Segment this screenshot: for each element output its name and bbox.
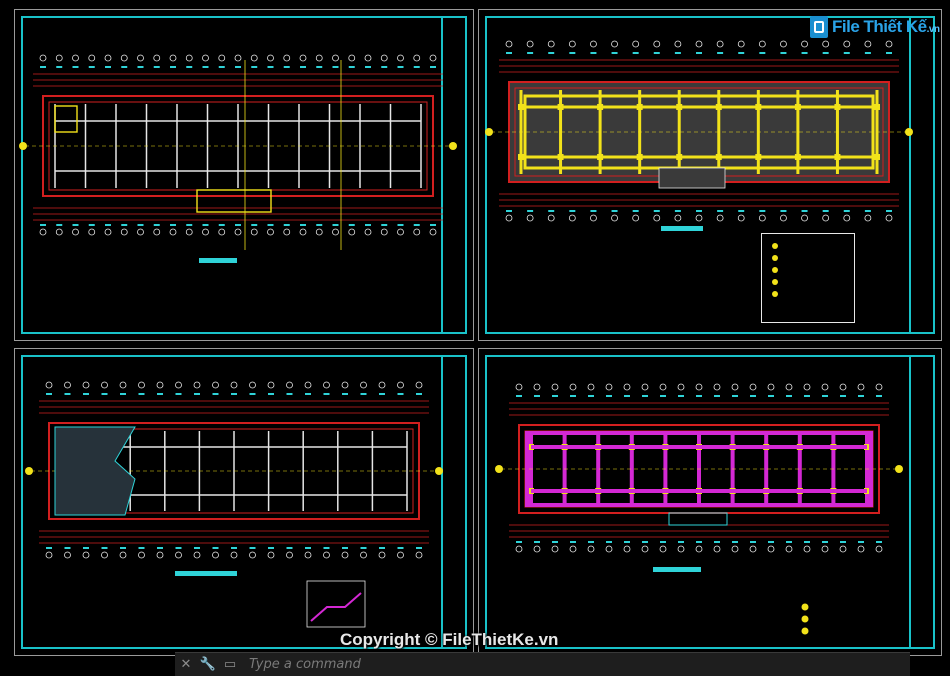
title-block (441, 355, 465, 649)
drawing-sheet-floor-plan[interactable] (14, 9, 474, 341)
sheet-frame (21, 355, 467, 649)
title-block (441, 16, 465, 334)
copyright-watermark: Copyright © FileThietKe.vn (340, 630, 559, 649)
filethietke-logo: File Thiết Kế.vn (810, 14, 940, 40)
roof-hatch-area (54, 426, 136, 516)
title-block (909, 355, 933, 649)
sheet-title-tag (661, 226, 703, 231)
roof-plan-drawing (25, 381, 443, 628)
logo-icon (810, 16, 828, 38)
detail-box (306, 580, 366, 628)
sheet-title-tag (199, 258, 237, 263)
logo-text: File Thiết Kế.vn (832, 17, 940, 36)
sheet-frame (485, 16, 935, 334)
command-prompt-icon[interactable]: ▭ (223, 657, 237, 672)
command-input[interactable] (247, 656, 651, 673)
drawing-sheet-foundation-plan[interactable] (478, 9, 942, 341)
close-icon[interactable]: ✕ (180, 657, 192, 672)
sheet-frame (21, 16, 467, 334)
drawing-sheet-roof-plan[interactable] (14, 348, 474, 656)
sheet-title-tag (653, 567, 701, 572)
drawing-sheet-column-plan[interactable] (478, 348, 942, 656)
title-block (909, 16, 933, 334)
sheet-frame (485, 355, 935, 649)
floor-plan-drawing (19, 54, 457, 263)
legend-box (761, 233, 855, 323)
column-plan-drawing (495, 383, 903, 635)
foundation-plan-drawing (485, 40, 913, 297)
customize-wrench-icon[interactable]: 🔧 (199, 657, 217, 672)
sheet-title-tag (175, 571, 237, 576)
command-line-bar[interactable]: ✕ 🔧 ▭ (175, 652, 910, 676)
